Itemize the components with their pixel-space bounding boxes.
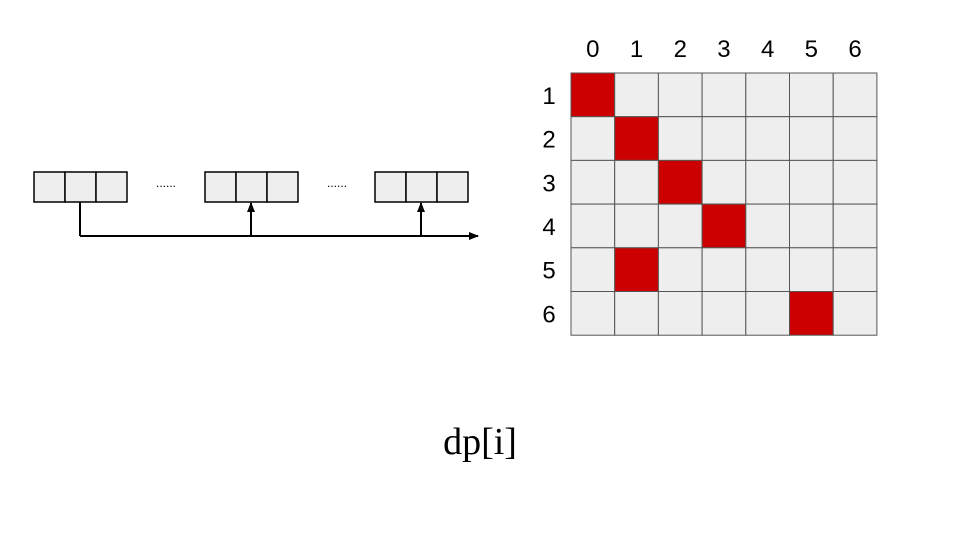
grid-cell-highlighted <box>614 247 659 293</box>
grid-cell <box>789 72 834 118</box>
grid-cell <box>832 247 878 293</box>
column-label: 1 <box>630 36 643 63</box>
grid-cell <box>701 116 747 161</box>
grid-cell <box>832 116 878 161</box>
column-label: 4 <box>761 36 774 63</box>
grid-cell <box>832 72 878 118</box>
grid-cell-highlighted <box>789 291 834 336</box>
grid-cell <box>789 159 834 205</box>
row-label: 6 <box>542 301 555 328</box>
grid-cell <box>614 72 659 118</box>
separator-dots-2: ...... <box>327 176 347 190</box>
row-labels: 1 2 3 4 5 6 <box>542 83 555 329</box>
grid-cell <box>832 291 878 336</box>
grid-cell <box>657 72 703 118</box>
grid-cell <box>570 203 616 249</box>
row-label: 4 <box>542 214 555 241</box>
grid-cell-highlighted <box>657 159 703 205</box>
row-label: 3 <box>542 170 555 197</box>
array-cell <box>235 171 268 203</box>
caption: dp[i] <box>443 421 517 463</box>
row-label: 1 <box>542 83 555 110</box>
array-diagram <box>33 171 469 203</box>
grid-cell <box>657 116 703 161</box>
column-label: 3 <box>717 36 730 63</box>
grid-cell <box>701 159 747 205</box>
row-label: 5 <box>542 258 555 285</box>
grid-cell <box>570 247 616 293</box>
grid-cell <box>701 291 747 336</box>
connector-lines <box>79 202 479 240</box>
column-label: 0 <box>586 36 599 63</box>
array-cell <box>436 171 469 203</box>
grid-cell <box>701 247 747 293</box>
grid-cell-highlighted <box>570 72 616 118</box>
grid-cell <box>832 159 878 205</box>
grid-cell <box>745 116 790 161</box>
array-group-3 <box>374 171 469 203</box>
grid-cell <box>614 291 659 336</box>
array-cell <box>33 171 66 203</box>
grid-cell <box>745 247 790 293</box>
grid-cell <box>789 203 834 249</box>
array-cell <box>266 171 299 203</box>
array-group-1 <box>33 171 128 203</box>
array-cell <box>204 171 237 203</box>
grid-cell <box>570 291 616 336</box>
grid-cell <box>789 247 834 293</box>
grid-cell-highlighted <box>614 116 659 161</box>
grid-cell <box>701 72 747 118</box>
grid-cell <box>614 203 659 249</box>
dp-grid <box>570 72 878 336</box>
grid-cell <box>614 159 659 205</box>
column-labels: 0 1 2 3 4 5 6 <box>586 36 862 63</box>
array-cell <box>405 171 438 203</box>
column-label: 6 <box>848 36 861 63</box>
array-group-2 <box>204 171 299 203</box>
separator-dots-1: ...... <box>156 176 176 190</box>
column-label: 5 <box>805 36 818 63</box>
array-cell <box>374 171 407 203</box>
grid-cell <box>745 72 790 118</box>
grid-cell <box>657 291 703 336</box>
grid-cell <box>745 159 790 205</box>
row-label: 2 <box>542 127 555 154</box>
grid-cell <box>570 116 616 161</box>
grid-cell <box>745 291 790 336</box>
grid-cell <box>745 203 790 249</box>
array-cell <box>95 171 128 203</box>
array-cell <box>64 171 97 203</box>
grid-cell <box>657 247 703 293</box>
column-label: 2 <box>674 36 687 63</box>
grid-cell <box>570 159 616 205</box>
grid-cell <box>657 203 703 249</box>
grid-cell <box>832 203 878 249</box>
grid-cell-highlighted <box>701 203 747 249</box>
grid-cell <box>789 116 834 161</box>
